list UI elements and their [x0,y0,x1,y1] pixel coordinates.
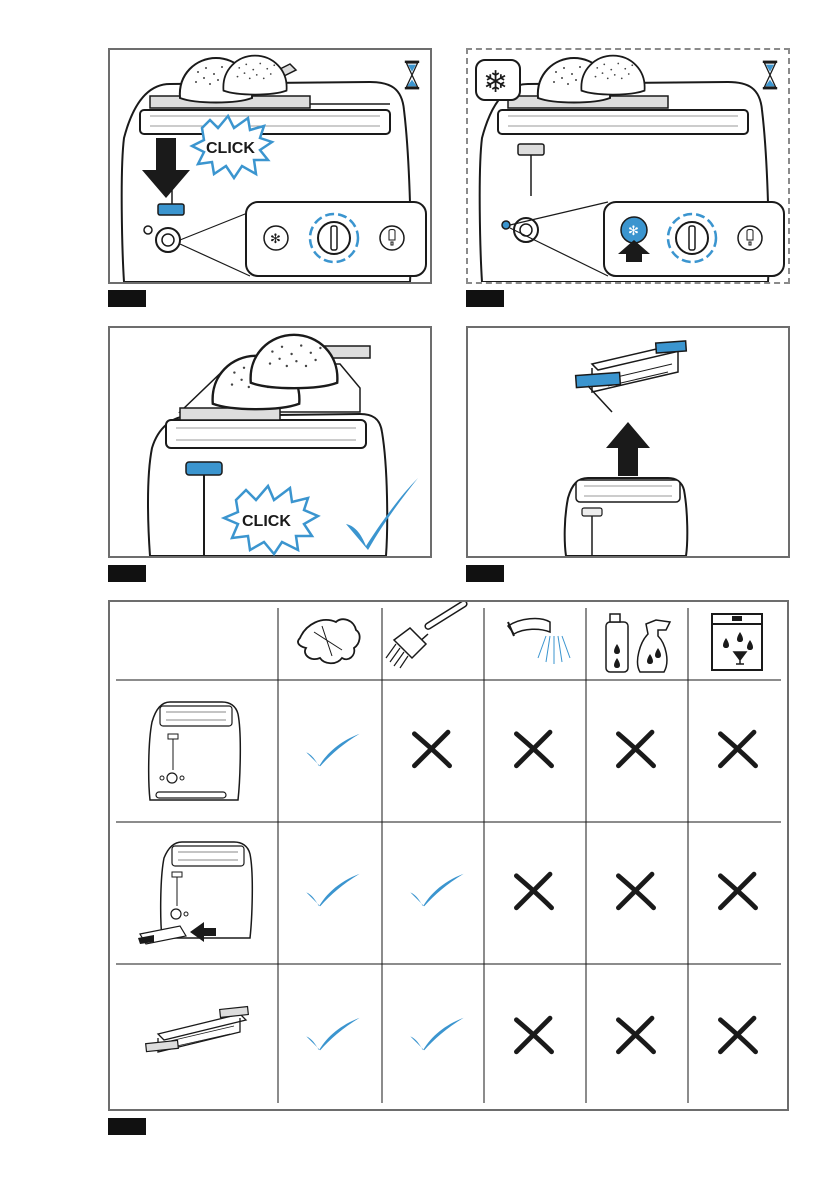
hourglass-icon [763,61,777,90]
figure-panel-defrost: ❄ ✻ [466,48,790,284]
result-allowed-icon [410,874,463,906]
crumb-tray-removed-icon [138,842,252,944]
result-not-allowed-icon [618,732,653,766]
svg-text:✻: ✻ [628,223,639,238]
figure-number-tag [466,290,504,307]
result-not-allowed-icon [720,1018,755,1052]
toaster-lever [186,462,222,475]
toaster-body-icon [149,702,241,800]
power-dial-icon [310,214,358,262]
cleaning-table [108,600,789,1111]
power-dial-icon [668,214,716,262]
figure-number-tag [108,1118,146,1135]
hourglass-icon [405,61,419,90]
figure-number-tag [466,565,504,582]
result-allowed-icon [306,1018,359,1050]
figure-number-tag [108,290,146,307]
result-allowed-icon [410,1018,463,1050]
svg-text:❄: ❄ [483,66,508,99]
figure-number-tag [108,565,146,582]
figure-panel-lever-up: CLICK [108,326,432,558]
click-label: CLICK [242,513,291,530]
result-allowed-icon [306,874,359,906]
result-not-allowed-icon [618,1018,653,1052]
reheat-button-icon [380,226,404,250]
result-not-allowed-icon [720,732,755,766]
defrost-button-icon: ✻ [264,226,288,250]
result-not-allowed-icon [516,1018,551,1052]
arrow-up-icon [606,422,650,476]
figure-panel-remove-rack [466,326,790,558]
click-label: CLICK [206,140,255,157]
toaster-lever [518,144,544,155]
result-allowed-icon [306,734,359,766]
damp-cloth-icon [298,619,360,663]
result-not-allowed-icon [516,874,551,908]
running-water-icon [508,619,570,664]
bun-rack-icon [146,1007,249,1052]
reheat-button-icon [738,226,762,250]
defrost-button-icon[interactable]: ✻ [621,217,647,243]
result-not-allowed-icon [414,732,449,766]
snowflake-icon: ❄ [476,60,520,100]
result-not-allowed-icon [516,732,551,766]
crumb-tray-icon [576,341,687,412]
dishwasher-icon [712,614,762,670]
toaster-lever [158,204,184,215]
figure-panel-lower-lever: CLICK ✻ [108,48,432,284]
result-not-allowed-icon [618,874,653,908]
result-not-allowed-icon [720,874,755,908]
spray-cleaner-icon [606,614,670,672]
svg-text:✻: ✻ [270,231,281,246]
brush-icon [386,602,468,668]
